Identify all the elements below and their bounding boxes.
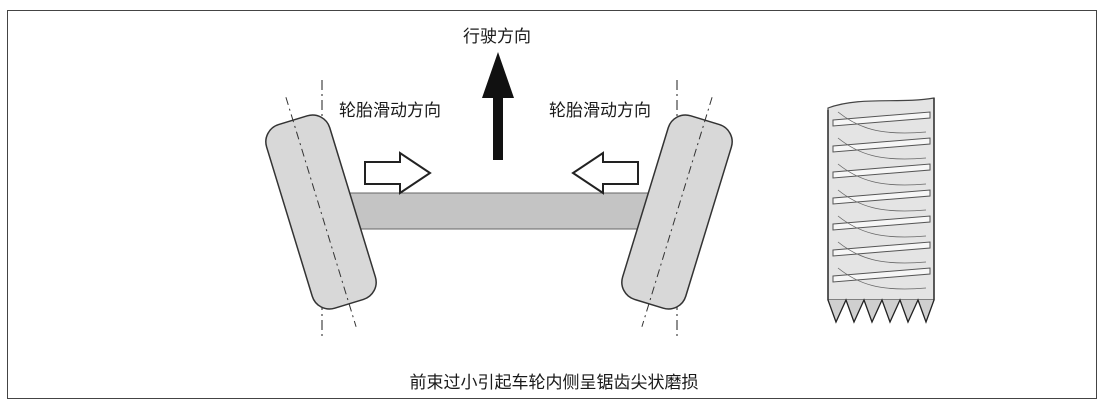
caption: 前束过小引起车轮内侧呈锯齿尖状磨损 (410, 373, 699, 393)
left-slip-direction-label: 轮胎滑动方向 (339, 101, 441, 121)
driving-direction-arrow (482, 52, 514, 160)
sawtooth-wear-illustration (827, 97, 935, 324)
left-tire-centerline (285, 97, 357, 327)
right-slip-direction-label: 轮胎滑动方向 (549, 101, 651, 121)
sawtooth-edge (827, 298, 935, 324)
left-tire (265, 97, 377, 327)
right-slip-arrow (571, 151, 639, 195)
right-tire-centerline (641, 97, 713, 327)
left-slip-arrow (364, 151, 432, 195)
axle (339, 192, 655, 230)
right-tire (621, 97, 733, 327)
driving-direction-label: 行驶方向 (463, 27, 531, 47)
